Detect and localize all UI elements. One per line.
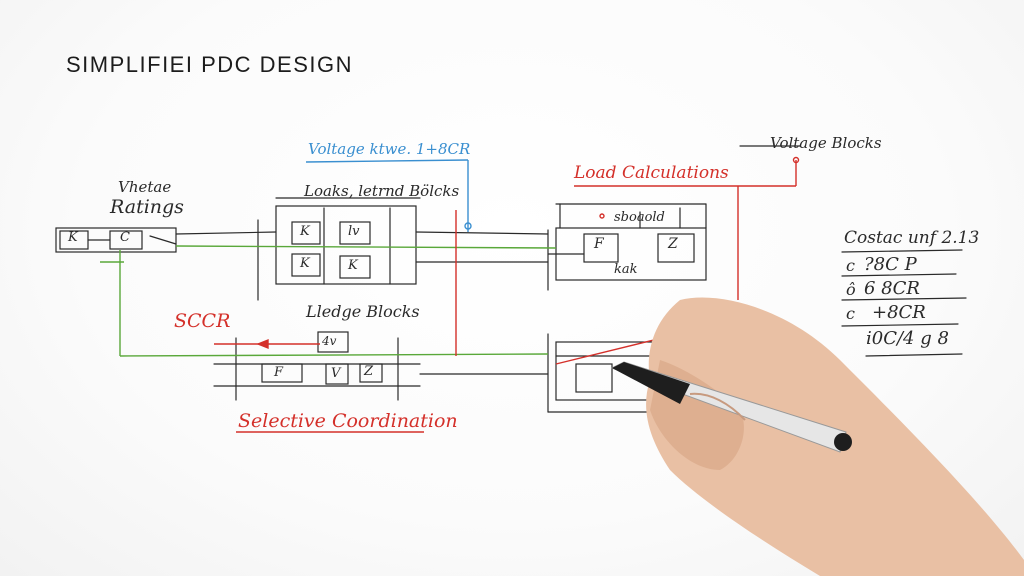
side-table-rules	[841, 249, 967, 357]
ledge-blocks-label: Lledge Blocks	[306, 302, 420, 321]
glyph-left-a: K	[68, 230, 78, 245]
glyph-low-2: F	[274, 365, 284, 380]
glyph-low-4: Z	[364, 364, 374, 379]
block-ledge	[213, 331, 421, 401]
glyph-mid-1: K	[300, 224, 310, 239]
glyph-low-3: V	[331, 366, 341, 381]
side-table-row-2-mark: ô	[846, 280, 856, 299]
block-load-calc	[547, 203, 707, 291]
loads-blocks-label: Loaks, letrnd Bölcks	[304, 182, 460, 200]
glyph-right-1: F	[594, 236, 604, 252]
voltage-blocks-label: Voltage Blocks	[770, 134, 882, 152]
glyph-low-1: 4v	[322, 334, 337, 348]
voltage-ratings-label-2: Ratings	[110, 196, 184, 218]
side-table-row-4-value: i0C/4 g 8	[866, 328, 949, 349]
page-title: SIMPLIFIEI PDC DESIGN	[66, 52, 353, 77]
glyph-left-b: C	[120, 230, 130, 245]
load-small-label: kak	[614, 262, 638, 277]
glyph-mid-2: lv	[348, 224, 360, 239]
sccr-label: SCCR	[174, 310, 231, 332]
voltage-kva-label: Voltage ktwe. 1+8CR	[308, 140, 471, 158]
glyph-right-2: Z	[668, 236, 678, 252]
hand-with-pen	[610, 297, 1024, 576]
load-calculations-label: Load Calculations	[574, 163, 729, 183]
red-coordination-lines	[214, 156, 800, 433]
sboaold-label: sboaold	[614, 210, 665, 225]
voltage-ratings-label-1: Vhetae	[118, 178, 172, 196]
block-voltage-ratings	[55, 227, 177, 253]
blue-voltage-line	[305, 159, 472, 232]
side-table-row-1-value: ?8C P	[864, 254, 917, 275]
block-loads-internal	[257, 197, 421, 301]
side-table-row-3-value: +8CR	[872, 302, 926, 323]
side-table-header: Costac unf 2.13	[844, 228, 980, 248]
glyph-mid-3: K	[300, 256, 310, 271]
side-table-row-1-mark: c	[846, 256, 855, 275]
glyph-mid-4: K	[348, 258, 358, 273]
selective-coordination-label: Selective Coordination	[238, 410, 458, 432]
green-feeder-line	[100, 245, 557, 357]
side-table-row-2-value: 6 8CR	[864, 278, 920, 299]
side-table-row-3-mark: c	[846, 304, 855, 323]
